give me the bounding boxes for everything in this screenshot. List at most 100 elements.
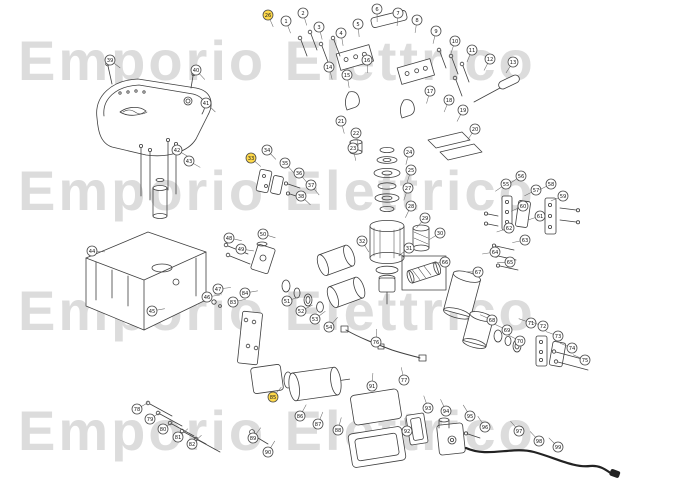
part-number: 20 <box>472 127 479 133</box>
part-balloon-54 <box>323 321 335 333</box>
part-number: 26 <box>265 13 272 19</box>
part-balloon-75 <box>579 354 591 366</box>
part-balloon-15 <box>341 69 353 81</box>
part-number: 63 <box>522 238 529 244</box>
power-cord <box>464 446 621 478</box>
diagram-parts <box>85 10 621 478</box>
part-number: 96 <box>482 425 489 431</box>
part-balloon-89 <box>247 432 259 444</box>
part-balloon-88 <box>332 424 344 436</box>
part-balloon-19 <box>457 104 469 116</box>
part-number: 77 <box>401 378 408 384</box>
part-number: 49 <box>238 247 245 253</box>
part-balloon-47 <box>212 283 224 295</box>
part-balloon-46 <box>201 291 213 303</box>
rods-and-tube <box>138 137 178 219</box>
part-number: 4 <box>339 31 343 37</box>
part-number: 36 <box>296 171 303 177</box>
part-number: 52 <box>298 309 305 315</box>
part-balloon-94 <box>440 405 452 417</box>
part-balloon-50 <box>257 228 269 240</box>
part-number: 88 <box>335 428 342 434</box>
part-balloon-83 <box>227 296 239 308</box>
part-number: 57 <box>533 188 540 194</box>
wedge-plate <box>427 131 471 149</box>
part-number: 15 <box>344 73 351 79</box>
part-balloon-59 <box>557 190 569 202</box>
part-balloon-8 <box>411 14 423 26</box>
latch <box>345 91 360 111</box>
part-balloon-44 <box>86 245 98 257</box>
part-balloon-49 <box>235 243 247 255</box>
part-balloon-61 <box>534 210 546 222</box>
part-balloon-77 <box>398 374 410 386</box>
part-number: 99 <box>555 445 562 451</box>
part-number: 79 <box>147 417 154 423</box>
part-balloon-64 <box>489 246 501 258</box>
right-lower-bracket <box>535 335 589 371</box>
part-balloon-24 <box>403 146 415 158</box>
part-number: 81 <box>175 435 182 441</box>
part-balloon-67 <box>472 266 484 278</box>
part-number: 23 <box>350 146 357 152</box>
part-balloon-30 <box>434 227 446 239</box>
part-number: 12 <box>487 57 494 63</box>
part-number: 39 <box>107 58 114 64</box>
part-balloon-1 <box>280 15 292 27</box>
gear-shaft-stack <box>369 146 405 305</box>
part-balloon-10 <box>449 35 461 47</box>
top-screws <box>297 29 470 97</box>
valve-block <box>223 241 276 275</box>
part-balloon-23 <box>347 142 359 154</box>
part-number: 48 <box>226 236 233 242</box>
part-balloon-4 <box>335 27 347 39</box>
part-number: 16 <box>364 58 371 64</box>
cover-lid <box>96 61 212 157</box>
cylinder-pair <box>316 244 366 308</box>
part-balloon-38 <box>295 190 307 202</box>
part-number: 43 <box>186 159 193 165</box>
part-number: 62 <box>506 226 513 232</box>
watermark-text: Emporio Elettrico <box>18 29 536 92</box>
wedge-plate <box>439 143 483 161</box>
part-balloon-32 <box>356 235 368 247</box>
part-number: 8 <box>415 18 418 24</box>
part-number: 51 <box>284 299 291 305</box>
part-balloon-6 <box>371 3 383 15</box>
part-balloon-80 <box>157 423 169 435</box>
part-number: 91 <box>369 384 376 390</box>
part-number: 95 <box>467 414 474 420</box>
part-balloon-29 <box>419 212 431 224</box>
part-number: 84 <box>242 291 249 297</box>
part-number: 30 <box>437 231 444 237</box>
part-balloon-52 <box>295 305 307 317</box>
part-number: 87 <box>315 422 322 428</box>
part-number: 55 <box>503 182 510 188</box>
part-number: 68 <box>489 318 496 324</box>
right-cylinders <box>443 270 522 353</box>
part-number: 70 <box>517 339 524 345</box>
wire-harness <box>340 325 427 362</box>
part-balloon-96 <box>479 421 491 433</box>
cover-boxes <box>347 388 429 468</box>
part-balloon-42 <box>171 144 183 156</box>
part-number: 17 <box>427 89 434 95</box>
part-balloon-58 <box>545 178 557 190</box>
part-number: 10 <box>452 39 459 45</box>
part-number: 59 <box>560 194 567 200</box>
part-balloon-55 <box>500 178 512 190</box>
part-number: 41 <box>203 101 210 107</box>
part-number: 69 <box>504 328 511 334</box>
part-balloon-68 <box>486 314 498 326</box>
part-balloon-76 <box>370 336 382 348</box>
part-balloon-99 <box>552 441 564 453</box>
part-number: 19 <box>460 108 467 114</box>
part-balloon-65 <box>504 256 516 268</box>
part-number: 44 <box>89 249 96 255</box>
part-number: 2 <box>301 11 304 17</box>
part-number: 46 <box>204 295 211 301</box>
part-number: 78 <box>134 407 141 413</box>
part-balloon-91 <box>366 380 378 392</box>
part-number: 3 <box>317 25 320 31</box>
part-balloon-2 <box>297 7 309 19</box>
